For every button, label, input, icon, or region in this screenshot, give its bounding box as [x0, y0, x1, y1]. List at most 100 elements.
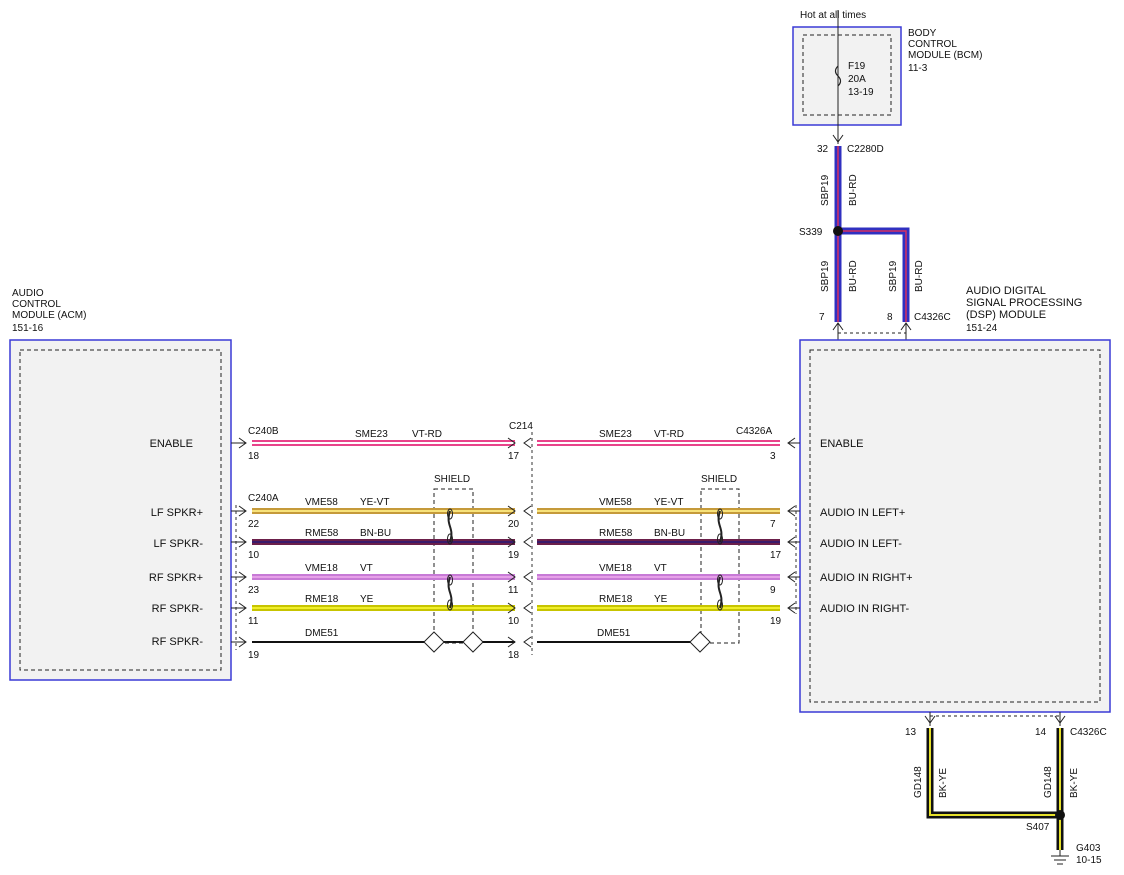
- wire-vme58-circuit-right: VME58: [599, 497, 632, 508]
- c214-pin-5: 18: [508, 650, 520, 661]
- twist-top-icon-0: [447, 508, 453, 520]
- acm-name-3: MODULE (ACM): [12, 310, 86, 321]
- wire-rme58-color-right: BN-BU: [654, 528, 685, 539]
- dsp-connector-pin-3: 9: [770, 585, 776, 596]
- sbp19-left-circuit: SBP19: [820, 260, 831, 292]
- acm-pin-rf-spkr-pos: RF SPKR+: [149, 572, 203, 584]
- acm-arrow-icon-5: [238, 636, 247, 648]
- sbp19-right-color: BU-RD: [914, 260, 925, 292]
- wire-rme18-circuit-left: RME18: [305, 594, 339, 605]
- dsp-name-3: (DSP) MODULE: [966, 309, 1046, 321]
- wire-sme23-color-left: VT-RD: [412, 429, 442, 440]
- g403-label: G403: [1076, 843, 1101, 854]
- twist-icon-2: [717, 510, 723, 543]
- fuse-icon: [834, 65, 842, 87]
- c214-label: C214: [509, 421, 533, 432]
- c214-out-arrow-icon-0: [523, 437, 532, 449]
- sbp19-left-color: BU-RD: [848, 260, 859, 292]
- wire-rme58-circuit-left: RME58: [305, 528, 339, 539]
- s339-label: S339: [799, 227, 823, 238]
- hot-label: Hot at all times: [800, 10, 866, 21]
- gd148-right-color: BK-YE: [1069, 768, 1080, 798]
- acm-connector-pin-0: 18: [248, 451, 260, 462]
- acm-connector-pin-3: 23: [248, 585, 260, 596]
- twist-bot-icon-3: [717, 599, 723, 611]
- c214-in-arrow-icon-5: [507, 636, 516, 648]
- dsp-pin-7: 7: [819, 312, 825, 323]
- twist-icon-3: [717, 576, 723, 609]
- wire-sme23-circuit-left: SME23: [355, 429, 388, 440]
- shield-right-drain-icon: [689, 631, 711, 653]
- acm-ref: 151-16: [12, 323, 44, 334]
- sbp19-top-circuit: SBP19: [820, 174, 831, 206]
- acm-connector-pin-2: 10: [248, 550, 260, 561]
- dsp-box: [799, 339, 1111, 713]
- twist-top-icon-1: [447, 574, 453, 586]
- gd148-left-circuit: GD148: [913, 766, 924, 798]
- dsp-connector-pin-1: 7: [770, 519, 776, 530]
- acm-connector-pin-5: 19: [248, 650, 260, 661]
- c214-in-arrow-icon-3: [507, 571, 516, 583]
- wire-vme18-color-left: VT: [360, 563, 373, 574]
- c214-out-arrow-icon-4: [523, 602, 532, 614]
- twist-icon-1: [447, 576, 453, 609]
- dsp-pin-audio-right-pos: AUDIO IN RIGHT+: [820, 572, 913, 584]
- wire-dme51-circuit-right: DME51: [597, 628, 631, 639]
- acm-arrow-icon-1: [238, 505, 247, 517]
- acm-inner-box: [19, 349, 222, 671]
- c4326a-label: C4326A: [736, 426, 772, 437]
- c2280d-label: C2280D: [847, 144, 884, 155]
- bcm-box: [792, 26, 902, 126]
- shield-right-label: SHIELD: [701, 474, 737, 485]
- bcm-inner-box: [802, 34, 892, 116]
- acm-arrow-icon-3: [238, 571, 247, 583]
- c214-pin-0: 17: [508, 451, 520, 462]
- c214-in-arrow-icon-4: [507, 602, 516, 614]
- dsp-name-1: AUDIO DIGITAL: [966, 285, 1046, 297]
- twist-bot-icon-0: [447, 533, 453, 545]
- wire-dme51-circuit-left: DME51: [305, 628, 339, 639]
- fuse-ref: 13-19: [848, 87, 874, 98]
- bcm-ref: 11-3: [908, 63, 928, 74]
- twist-top-icon-2: [717, 508, 723, 520]
- sbp19-top-color: BU-RD: [848, 174, 859, 206]
- bcm-name-3: MODULE (BCM): [908, 50, 982, 61]
- acm-name-1: AUDIO: [12, 288, 44, 299]
- dsp-pin-8: 8: [887, 312, 893, 323]
- acm-box: [9, 339, 232, 681]
- acm-pin-rf-spkr-neg: RF SPKR-: [152, 603, 204, 615]
- wire-rme18-circuit-right: RME18: [599, 594, 633, 605]
- wire-vme18-color-right: VT: [654, 563, 667, 574]
- acm-arrow-icon-0: [238, 437, 247, 449]
- gd148-wire-left: [926, 728, 1060, 819]
- c2280d-arrow-icon: [832, 134, 844, 143]
- c214-pin-4: 10: [508, 616, 520, 627]
- acm-arrow-icon-2: [238, 536, 247, 548]
- ground-icon: [1051, 850, 1069, 865]
- gd148-right-circuit: GD148: [1043, 766, 1054, 798]
- c214-in-arrow-icon-2: [507, 536, 516, 548]
- acm-pin-enable: ENABLE: [150, 438, 193, 450]
- wire-vme18-circuit-right: VME18: [599, 563, 632, 574]
- dsp-inner-box: [809, 349, 1101, 703]
- twist-bot-icon-2: [717, 533, 723, 545]
- fuse-label: F19: [848, 61, 866, 72]
- c214-out-arrow-icon-5: [523, 636, 532, 648]
- wire-vme58-circuit-left: VME58: [305, 497, 338, 508]
- wire-sme23-color-right: VT-RD: [654, 429, 684, 440]
- dsp-pin-audio-right-neg: AUDIO IN RIGHT-: [820, 603, 910, 615]
- c4326c-bottom-label: C4326C: [1070, 727, 1107, 738]
- s339-splice: [833, 226, 843, 236]
- dsp-pin-audio-left-pos: AUDIO IN LEFT+: [820, 507, 905, 519]
- wire-rme58-circuit-right: RME58: [599, 528, 633, 539]
- c2280d-pin: 32: [817, 144, 829, 155]
- c214-pin-2: 19: [508, 550, 520, 561]
- c4326c-top-label: C4326C: [914, 312, 951, 323]
- acm-connector-pin-4: 11: [248, 616, 259, 627]
- dsp-name-2: SIGNAL PROCESSING: [966, 297, 1082, 309]
- fuse-amps: 20A: [848, 74, 866, 85]
- wire-vme18-circuit-left: VME18: [305, 563, 338, 574]
- sbp19-right-circuit: SBP19: [888, 260, 899, 292]
- shield-left-label: SHIELD: [434, 474, 470, 485]
